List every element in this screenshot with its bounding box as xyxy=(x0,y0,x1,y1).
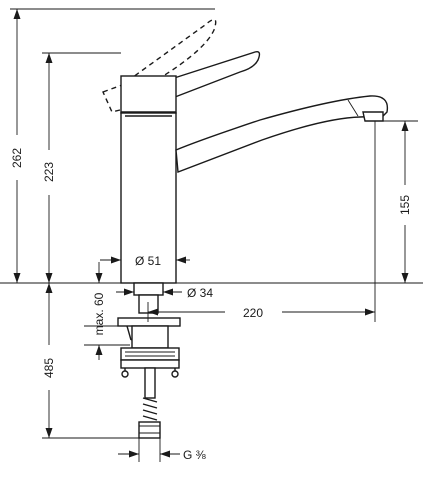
dim-max-60: max. 60 xyxy=(84,262,130,360)
faucet-body xyxy=(120,112,177,284)
dim-262: 262 xyxy=(10,9,24,283)
dim-155: 155 xyxy=(398,121,412,283)
dim-connection-thread-label: G ⅜ xyxy=(183,448,207,462)
dim-223: 223 xyxy=(42,53,56,283)
dim-223-label: 223 xyxy=(42,162,56,182)
dim-220-label: 220 xyxy=(243,306,263,320)
dim-220: 220 xyxy=(147,121,376,322)
handle-lever xyxy=(120,50,261,114)
mounting-assembly xyxy=(117,282,181,439)
dim-485: 485 xyxy=(42,283,56,438)
dim-485-label: 485 xyxy=(42,358,56,378)
dim-155-label: 155 xyxy=(398,195,412,215)
dim-diameter-51-label: Ø 51 xyxy=(135,254,161,268)
spout xyxy=(175,95,389,173)
dim-max-60-label: max. 60 xyxy=(92,292,106,335)
dim-connection-thread: G ⅜ xyxy=(118,438,207,462)
dim-262-label: 262 xyxy=(10,148,24,168)
dim-diameter-51: Ø 51 xyxy=(100,254,190,268)
aerator xyxy=(362,111,384,122)
handle-cap xyxy=(120,75,177,114)
dim-diameter-34: Ø 34 xyxy=(116,286,213,300)
dim-diameter-34-label: Ø 34 xyxy=(187,286,213,300)
handle-raised-outline xyxy=(102,18,217,113)
